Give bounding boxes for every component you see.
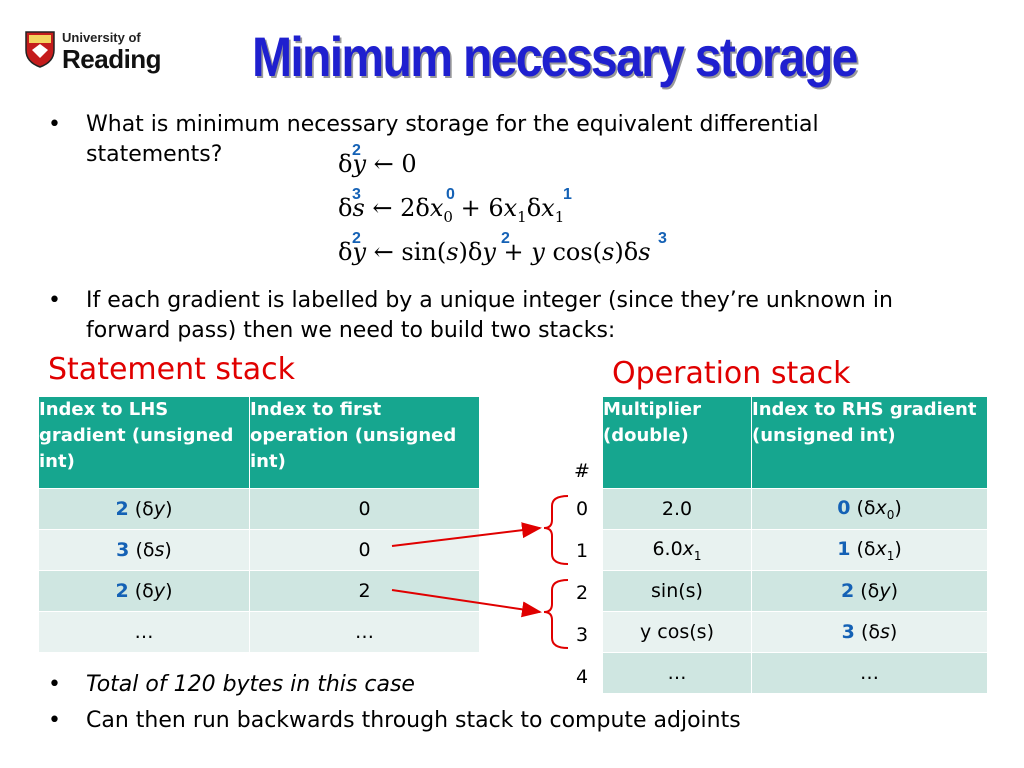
eq-label: 3	[352, 186, 361, 203]
op-rhs-index: 3	[841, 621, 855, 643]
stmt-lhs-cell: 3 (δs)	[38, 529, 250, 571]
eq-label: 1	[563, 186, 572, 203]
operation-stack-table: Multiplier (double) Index to RHS gradien…	[602, 396, 988, 694]
eq-label: 2	[501, 230, 510, 247]
op-rhs-index: 1	[837, 537, 851, 560]
table-row: … …	[38, 611, 480, 653]
op-index: 1	[575, 540, 589, 562]
op-mult-cell: 2.0	[602, 488, 752, 530]
crest-icon	[25, 31, 55, 68]
stmt-lhs-symbol: y	[153, 498, 166, 520]
op-rhs-index: 0	[837, 496, 851, 519]
university-logo: University of Reading	[24, 28, 164, 78]
op-rhs-cell: 2 (δy)	[751, 570, 988, 612]
table-row: sin(s) 2 (δy)	[602, 570, 988, 612]
op-rhs-index: 2	[841, 580, 855, 602]
stmt-lhs-cell: 2 (δy)	[38, 570, 250, 612]
table-row: 6.0x1 1 (δx1)	[602, 529, 988, 571]
table-row: 3 (δs) 0	[38, 529, 480, 571]
op-ellipsis-cell: …	[751, 652, 988, 694]
bullet-dot: •	[48, 112, 61, 137]
table-row: 2.0 0 (δx0)	[602, 488, 988, 530]
brace-ops-2-3	[543, 579, 569, 649]
op-index: 4	[575, 666, 589, 688]
bullet-dot: •	[48, 288, 61, 313]
stmt-op-cell: 0	[249, 529, 480, 571]
stmt-lhs-index: 2	[115, 580, 129, 602]
bullet-2: • If each gradient is labelled by a uniq…	[48, 286, 968, 348]
statement-stack-heading: Statement stack	[48, 352, 296, 387]
eq-label: 2	[352, 230, 361, 247]
bullet-2-text: If each gradient is labelled by a unique…	[86, 288, 893, 343]
table-row: … …	[602, 652, 988, 694]
eq-label: 3	[658, 230, 667, 247]
stmt-header-lhs: Index to LHS gradient (unsigned int)	[38, 396, 250, 489]
stmt-ellipsis-cell: …	[249, 611, 480, 653]
logo-line2: Reading	[62, 44, 162, 74]
bullet-dot: •	[48, 672, 61, 697]
bullet-dot: •	[48, 708, 61, 733]
op-index: 3	[575, 624, 589, 646]
op-header-rhs: Index to RHS gradient (unsigned int)	[751, 396, 988, 489]
equation-2: δs ← 2δx0 + 6x1δx1	[338, 194, 565, 226]
eq-label: 2	[352, 142, 361, 159]
stmt-op-cell: 2	[249, 570, 480, 612]
equation-1: δy ← 0	[338, 150, 417, 178]
op-rhs-cell: 3 (δs)	[751, 611, 988, 653]
equation-3: δy ← sin(s)δy + y cos(s)δs	[338, 238, 651, 266]
stmt-lhs-index: 2	[115, 498, 129, 520]
logo-line1: University of	[62, 30, 141, 45]
op-index-header: #	[574, 460, 590, 482]
op-mult-cell: 6.0x1	[602, 529, 752, 571]
stmt-lhs-index: 3	[116, 539, 130, 561]
bullet-1-text: What is minimum necessary storage for th…	[86, 112, 819, 167]
bullet-4: • Can then run backwards through stack t…	[48, 706, 948, 736]
stmt-lhs-cell: 2 (δy)	[38, 488, 250, 530]
op-mult-cell: sin(s)	[602, 570, 752, 612]
op-mult-cell: y cos(s)	[602, 611, 752, 653]
page-title: Minimum necessary storage	[252, 25, 858, 88]
op-ellipsis-cell: …	[602, 652, 752, 694]
stmt-lhs-symbol: y	[153, 580, 166, 602]
table-row: 2 (δy) 0	[38, 488, 480, 530]
op-mult-value: 6.0	[652, 537, 683, 560]
stmt-header-op: Index to first operation (unsigned int)	[249, 396, 480, 489]
bullet-4-text: Can then run backwards through stack to …	[86, 708, 741, 733]
eq-label: 0	[446, 186, 455, 203]
bullet-1: • What is minimum necessary storage for …	[48, 110, 968, 172]
bullet-3: • Total of 120 bytes in this case	[48, 670, 568, 700]
bullet-3-text: Total of 120 bytes in this case	[86, 672, 415, 697]
op-rhs-cell: 1 (δx1)	[751, 529, 988, 571]
op-rhs-cell: 0 (δx0)	[751, 488, 988, 530]
op-index: 2	[575, 582, 589, 604]
stmt-ellipsis-cell: …	[38, 611, 250, 653]
stmt-lhs-symbol: s	[154, 539, 165, 561]
statement-stack-table: Index to LHS gradient (unsigned int) Ind…	[38, 396, 480, 653]
operation-stack-heading: Operation stack	[612, 356, 851, 391]
table-row: y cos(s) 3 (δs)	[602, 611, 988, 653]
table-row: 2 (δy) 2	[38, 570, 480, 612]
brace-ops-0-1	[543, 495, 569, 565]
op-header-mult: Multiplier (double)	[602, 396, 752, 489]
op-index: 0	[575, 498, 589, 520]
stmt-op-cell: 0	[249, 488, 480, 530]
